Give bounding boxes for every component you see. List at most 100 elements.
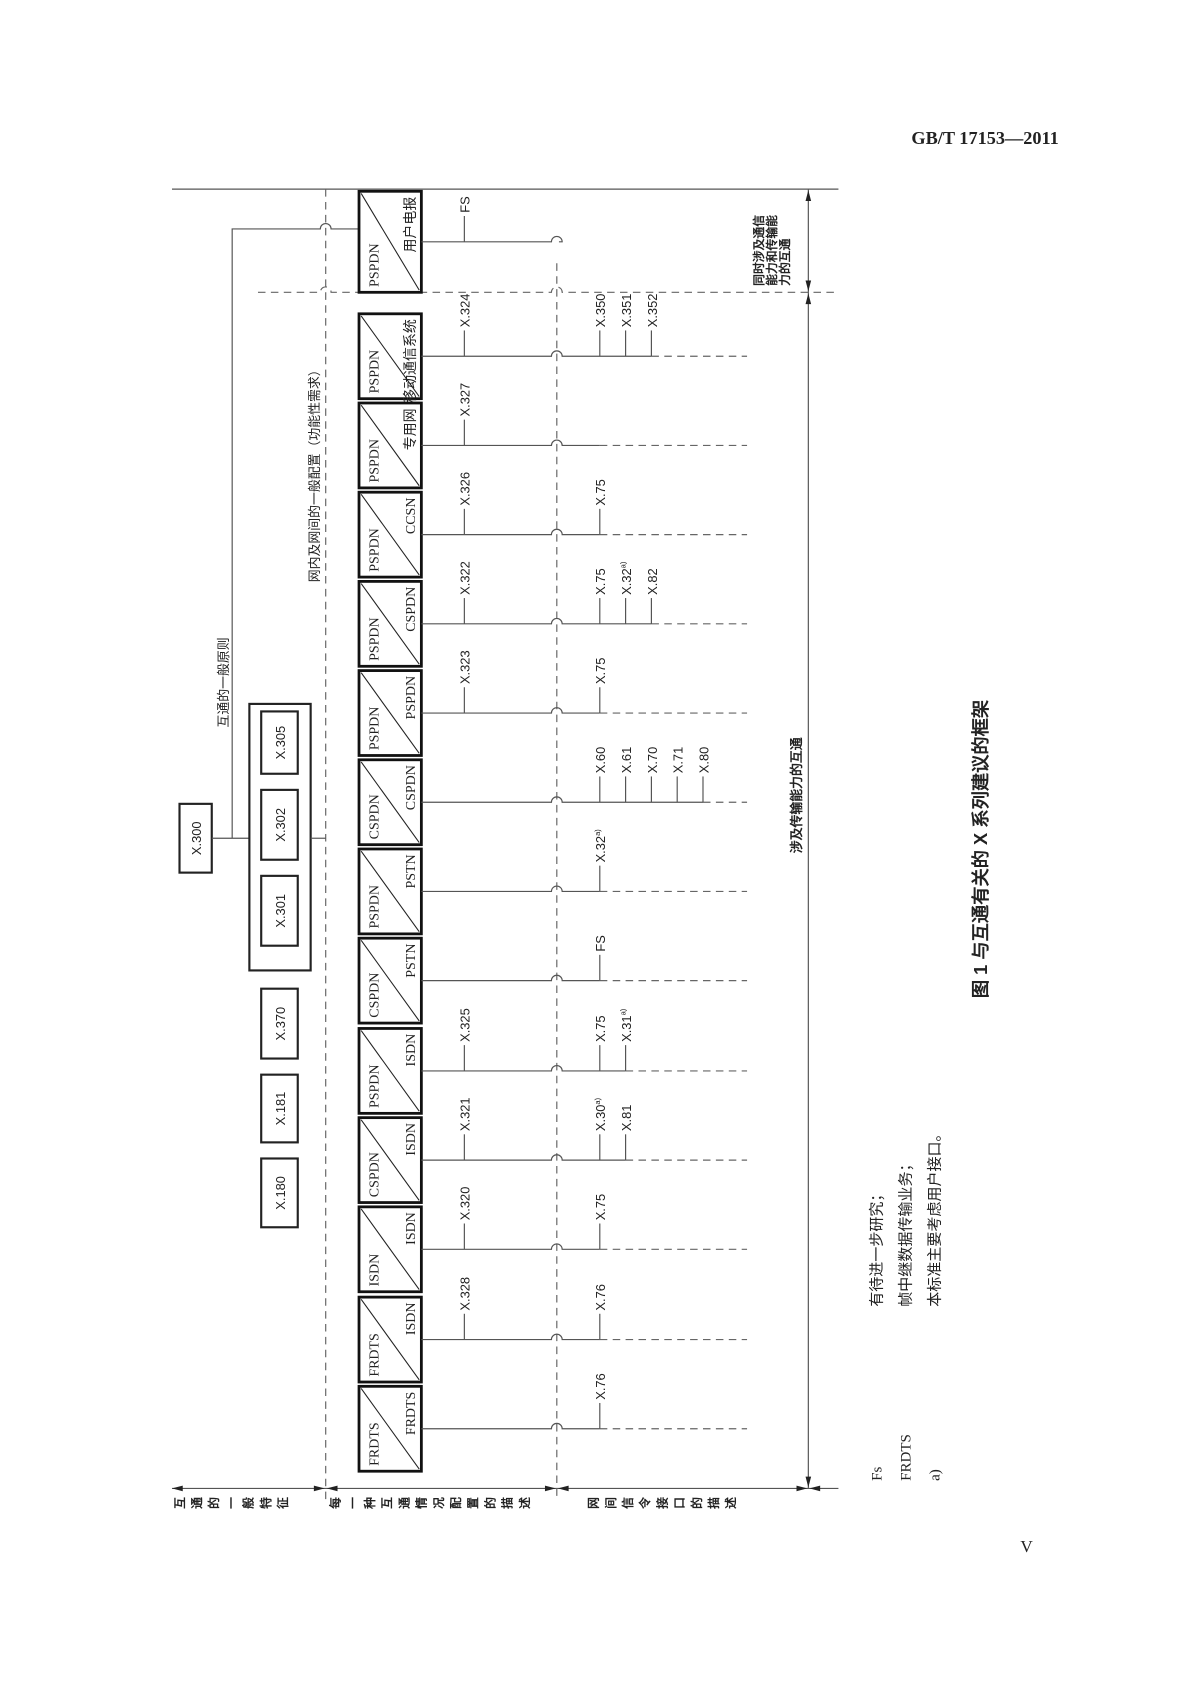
dimension-arrowhead	[809, 1485, 821, 1492]
scope-arrowhead	[805, 1476, 812, 1488]
signalling-interface-reference-label: X.75	[593, 1194, 608, 1220]
signalling-interface-reference-label: X.76	[593, 1284, 608, 1310]
box-diagonal	[360, 404, 420, 487]
interworking-line	[421, 350, 652, 357]
recommendation-box	[260, 1157, 299, 1229]
box-diagonal	[360, 1298, 420, 1381]
signalling-interface-reference-label: X.60	[593, 747, 608, 773]
reference-text: X.75	[593, 658, 608, 684]
recommendation-label: X.302	[273, 808, 288, 842]
network-a-label: PSPDN	[367, 439, 382, 482]
connector-line	[231, 223, 360, 839]
note-definition: 本标准主要考虑用户接口。	[926, 1126, 943, 1306]
box-diagonal	[360, 672, 420, 754]
box-diagonal	[360, 761, 420, 843]
signalling-interface-reference-label: X.75	[593, 479, 608, 505]
signalling-interface-reference-label: X.351	[619, 294, 634, 328]
row-description-label: 网间信令接口的描述	[587, 1492, 739, 1510]
reference-text: X.75	[593, 1015, 608, 1041]
reference-text: X.80	[696, 747, 711, 773]
network-a-label: PSPDN	[367, 885, 382, 928]
dimension-arrowhead	[171, 1485, 183, 1492]
network-b-label: ISDN	[404, 1123, 419, 1156]
network-a-label: FRDTS	[367, 1333, 382, 1376]
dimension-arrowhead	[326, 1485, 338, 1492]
reference-text: X.71	[671, 747, 686, 773]
reference-text: X.352	[645, 294, 660, 328]
network-a-label: PSPDN	[367, 617, 382, 660]
signalling-interface-reference-label: X.61	[619, 747, 634, 773]
recommendation-box	[260, 874, 299, 947]
reference-text: X.60	[593, 747, 608, 773]
configuration-reference-label: X.321	[458, 1097, 473, 1131]
interworking-line	[421, 1243, 600, 1250]
interworking-line	[421, 974, 600, 982]
recommendation-label: X.301	[273, 894, 288, 928]
recommendation-box	[260, 987, 299, 1060]
network-a-label: CSPDN	[367, 973, 382, 1018]
box-diagonal	[360, 850, 420, 933]
interworking-line	[421, 235, 563, 243]
configuration-reference-label: X.322	[458, 561, 473, 595]
box-diagonal	[360, 1030, 420, 1112]
configuration-reference-label: X.324	[458, 294, 473, 328]
configuration-reference-label: X.326	[458, 472, 473, 506]
signalling-interface-reference-label: X.76	[593, 1373, 608, 1399]
scope-arrowhead	[805, 280, 812, 292]
reference-text: X.75	[593, 568, 608, 594]
signalling-interface-reference-label: X.31a)	[619, 1008, 634, 1042]
notes: Fs有待进一步研究；FRDTS帧中继数据传输业务；a)本标准主要考虑用户接口。图…	[868, 699, 990, 1481]
dimension-arrowhead	[557, 1485, 569, 1492]
scope-arrowhead	[805, 190, 812, 201]
dimension-arrowhead	[544, 1485, 556, 1492]
box-diagonal	[360, 583, 420, 665]
network-a-label: CSPDN	[367, 794, 382, 839]
box-diagonal	[360, 315, 420, 397]
reference-text: X.82	[645, 568, 660, 594]
note-definition: 帧中继数据传输业务；	[897, 1156, 914, 1306]
reference-text: FS	[593, 935, 608, 951]
network-a-label: FRDTS	[367, 1422, 382, 1465]
general-principles-label: 互通的一般原则	[216, 637, 231, 727]
interworking-line	[421, 439, 600, 447]
network-a-label: PSPDN	[367, 243, 382, 286]
recommendation-label: X.305	[273, 726, 288, 760]
interworking-line	[421, 1065, 626, 1072]
network-b-label: CCSN	[404, 498, 419, 534]
network-b-label: ISDN	[404, 1302, 419, 1335]
interworking-line	[421, 885, 600, 893]
x300-label: X.300	[189, 821, 204, 855]
recommendation-label: X.370	[273, 1007, 288, 1041]
standard-number: GB/T 17153—2011	[911, 128, 1058, 148]
interworking-line	[421, 1422, 600, 1430]
box-diagonal	[360, 193, 420, 291]
note-term: Fs	[869, 1467, 885, 1481]
network-a-label: PSPDN	[367, 707, 382, 750]
recommendation-label: X.181	[273, 1092, 288, 1126]
network-b-label: CSPDN	[404, 765, 419, 810]
signalling-interface-reference-label: X.30a)	[593, 1097, 608, 1131]
network-a-label: PSPDN	[367, 350, 382, 393]
reference-text: X.75	[593, 479, 608, 505]
reference-text: X.76	[593, 1284, 608, 1310]
signalling-interface-reference-label: FS	[593, 935, 608, 951]
configuration-reference-label: X.325	[458, 1008, 473, 1042]
box-diagonal	[360, 1119, 420, 1201]
interworking-line	[421, 796, 703, 803]
x-series-framework-diagram: 涉及传输能力的互通同时涉及通信能力和传输能力的互通X.300互通的一般原则X.3…	[171, 188, 839, 1510]
row-description-label: 每一种互通情况配置的描述	[329, 1492, 532, 1510]
reference-text: X.351	[619, 294, 634, 328]
recommendation-box	[260, 788, 299, 861]
signalling-interface-reference-label: X.75	[593, 568, 608, 594]
reference-text: X.32	[619, 568, 634, 594]
footnote-marker: a)	[593, 1097, 602, 1104]
note-term: a)	[927, 1469, 943, 1481]
box-diagonal	[360, 1388, 420, 1470]
